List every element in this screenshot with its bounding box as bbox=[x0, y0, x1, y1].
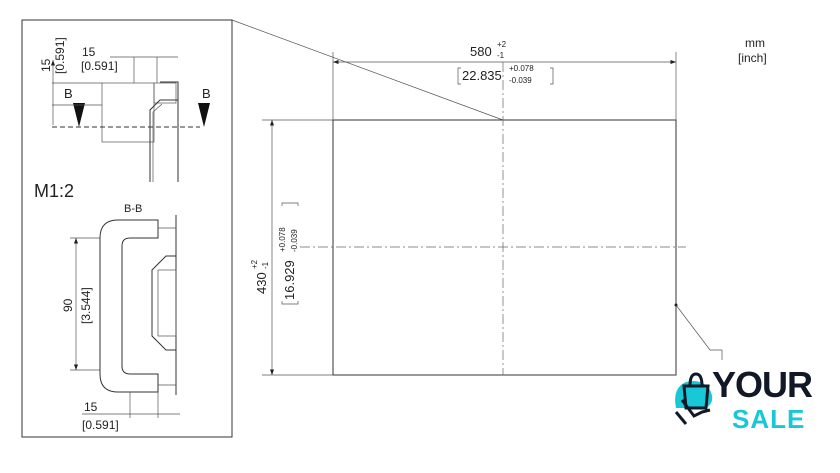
height-dim-mm: 90 bbox=[61, 298, 75, 312]
units-mm: mm bbox=[745, 36, 765, 50]
height-tol-lower: -1 bbox=[261, 261, 270, 269]
section-label: B-B bbox=[124, 203, 142, 215]
section-marker-right: B bbox=[202, 86, 211, 101]
top-dim-inch: [0.591] bbox=[81, 59, 118, 73]
height-dim-inch: [3.544] bbox=[79, 287, 93, 324]
height-mm: 430 bbox=[254, 272, 269, 294]
detail-top-view bbox=[50, 56, 210, 182]
bottom-dim-inch: [0.591] bbox=[82, 418, 119, 432]
side-dim-mm: 15 bbox=[39, 58, 53, 72]
section-marker-left: B bbox=[64, 86, 73, 101]
detail-leader-line bbox=[231, 19, 504, 121]
width-tol-lower: -1 bbox=[497, 51, 505, 60]
callout-leader bbox=[675, 304, 723, 360]
height-inch: 16.929 bbox=[282, 260, 297, 300]
section-b-b-view bbox=[70, 215, 180, 418]
side-dim-inch: [0.591] bbox=[53, 37, 67, 74]
panel-outline bbox=[332, 119, 677, 376]
top-dim-mm: 15 bbox=[82, 45, 96, 59]
width-inch: 22.835 bbox=[462, 68, 502, 83]
width-inch-tol-lower: -0.039 bbox=[509, 76, 532, 85]
logo-text-sale: SALE bbox=[732, 404, 806, 434]
your-sale-logo: YOUR SALE bbox=[672, 364, 832, 434]
height-inch-tol-lower: -0.039 bbox=[290, 229, 299, 252]
width-tol-upper: +2 bbox=[497, 40, 507, 49]
height-inch-tol-upper: +0.078 bbox=[278, 227, 287, 252]
shopping-bag-hand-icon bbox=[674, 372, 713, 425]
width-inch-tol-upper: +0.078 bbox=[509, 64, 534, 73]
units-inch: [inch] bbox=[738, 51, 767, 65]
bottom-dim-mm: 15 bbox=[84, 400, 98, 414]
scale-label: M1:2 bbox=[34, 181, 74, 201]
width-mm: 580 bbox=[470, 44, 492, 59]
logo-text-your: YOUR bbox=[712, 364, 813, 405]
height-tol-upper: +2 bbox=[250, 259, 259, 269]
detail-frame bbox=[21, 19, 233, 438]
